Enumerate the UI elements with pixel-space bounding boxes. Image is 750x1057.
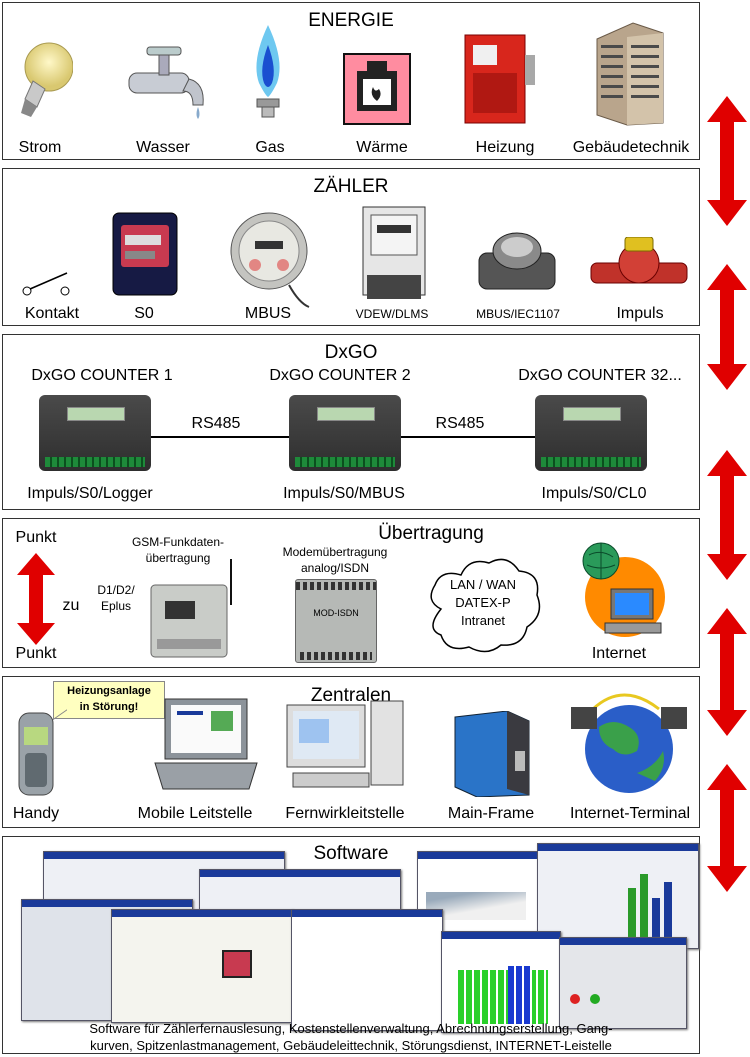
switch-contact-icon bbox=[22, 272, 70, 296]
dxgo-interface-1: Impuls/S0/Logger bbox=[27, 485, 153, 502]
software-screenshot-9 bbox=[559, 937, 687, 1029]
energie-item-gas: Gas bbox=[255, 139, 285, 156]
provider-label-line1: D1/D2/ bbox=[97, 583, 135, 597]
uebertragung-panel: Übertragung Punkt zu Punkt GSM-Funkdaten… bbox=[2, 518, 700, 668]
water-tap-icon bbox=[128, 46, 204, 119]
building-icon bbox=[596, 22, 664, 126]
workstation-icon bbox=[286, 700, 404, 788]
mbus-meter-icon bbox=[230, 212, 310, 308]
network-cloud-icon bbox=[430, 558, 541, 653]
punkt-double-arrow-icon bbox=[17, 553, 55, 645]
modem-label-line1: Modemübertragung bbox=[282, 545, 388, 559]
energie-item-heizung: Heizung bbox=[475, 139, 535, 156]
punkt-bottom-label: Punkt bbox=[15, 645, 57, 662]
dxgo-counter-32-device bbox=[535, 395, 647, 471]
energie-item-wasser: Wasser bbox=[136, 139, 190, 156]
vdew-meter-icon bbox=[362, 206, 426, 299]
software-title: Software bbox=[313, 843, 389, 864]
zentralen-item-handy: Handy bbox=[12, 805, 60, 822]
dxgo-uebertragung-double-arrow-icon bbox=[707, 450, 747, 580]
zaehler-item-s0: S0 bbox=[134, 305, 154, 322]
internet-label: Internet bbox=[591, 645, 647, 662]
callout-line1: Heizungsanlage bbox=[67, 685, 151, 697]
punkt-top-label: Punkt bbox=[15, 529, 57, 546]
impulse-meter-icon bbox=[590, 237, 688, 284]
energie-item-strom: Strom bbox=[18, 139, 62, 156]
zaehler-item-iec1107: MBUS/IEC1107 bbox=[476, 307, 560, 321]
cloud-label-line2: DATEX-P bbox=[455, 595, 511, 610]
dxgo-interface-2: Impuls/S0/MBUS bbox=[283, 485, 405, 502]
zaehler-item-vdew: VDEW/DLMS bbox=[355, 307, 429, 321]
callout-line2: in Störung! bbox=[79, 701, 139, 713]
zu-label: zu bbox=[62, 597, 80, 614]
dxgo-counter-1-label: DxGO COUNTER 1 bbox=[31, 367, 173, 384]
software-screenshot-7 bbox=[291, 909, 443, 1031]
light-bulb-icon bbox=[21, 42, 73, 117]
dxgo-interface-3: Impuls/S0/CL0 bbox=[541, 485, 647, 502]
isdn-modem-label: MOD-ISDN bbox=[313, 608, 359, 618]
rs485-label-2: RS485 bbox=[435, 415, 485, 432]
dxgo-counter-32-label: DxGO COUNTER 32... bbox=[518, 367, 682, 384]
gas-flame-icon bbox=[256, 25, 280, 118]
uebertragung-title: Übertragung bbox=[378, 523, 484, 544]
zentralen-item-fernwirkleitstelle: Fernwirkleitstelle bbox=[285, 805, 405, 822]
zentralen-item-main-frame: Main-Frame bbox=[447, 805, 535, 822]
mobile-phone-icon bbox=[18, 709, 67, 796]
zaehler-title: ZÄHLER bbox=[313, 176, 389, 197]
gsm-modem-icon bbox=[150, 559, 232, 658]
energie-panel: ENERGIE bbox=[2, 2, 700, 160]
zaehler-item-kontakt: Kontakt bbox=[24, 305, 80, 322]
modem-label-line2: analog/ISDN bbox=[300, 561, 370, 575]
alarm-callout: Heizungsanlage in Störung! bbox=[53, 681, 165, 719]
zaehler-item-impuls: Impuls bbox=[616, 305, 664, 322]
software-description-line2: kurven, Spitzenlastmanagement, Gebäudele… bbox=[90, 1038, 612, 1053]
internet-globe-computer-icon bbox=[582, 542, 665, 637]
rs485-line-2 bbox=[399, 436, 539, 438]
mainframe-icon bbox=[454, 711, 530, 797]
energie-title: ENERGIE bbox=[308, 10, 394, 31]
energie-item-gebaeudetechnik: Gebäudetechnik bbox=[572, 139, 690, 156]
dxgo-counter-2-label: DxGO COUNTER 2 bbox=[269, 367, 411, 384]
software-screenshot-8 bbox=[441, 931, 561, 1033]
zaehler-dxgo-double-arrow-icon bbox=[707, 264, 747, 390]
s0-meter-icon bbox=[112, 212, 178, 296]
iec1107-meter-icon bbox=[478, 232, 556, 290]
dxgo-panel: DxGO DxGO COUNTER 1 DxGO COUNTER 2 DxGO … bbox=[2, 334, 700, 510]
gsm-label-line1: GSM-Funkdaten- bbox=[131, 535, 225, 549]
dxgo-counter-2-device bbox=[289, 395, 401, 471]
energie-item-waerme: Wärme bbox=[356, 139, 408, 156]
provider-label-line2: Eplus bbox=[100, 599, 132, 613]
dxgo-title: DxGO bbox=[324, 342, 378, 363]
zaehler-panel: ZÄHLER Kontakt S0 MBUS VDEW/DLMS MBUS/IE… bbox=[2, 168, 700, 326]
zentralen-panel: Zentralen Heizungsanlage in Störung! Han… bbox=[2, 676, 700, 828]
zaehler-item-mbus: MBUS bbox=[244, 305, 292, 322]
software-panel: Software Software für Zählerfernauslesun… bbox=[2, 836, 700, 1054]
isdn-modem-device: MOD-ISDN bbox=[295, 579, 377, 663]
rs485-line-1 bbox=[149, 436, 291, 438]
cloud-label-line3: Intranet bbox=[460, 613, 506, 628]
energie-zaehler-double-arrow-icon bbox=[707, 96, 747, 226]
zentralen-item-internet-terminal: Internet-Terminal bbox=[569, 805, 691, 822]
internet-terminal-globe-icon bbox=[571, 693, 687, 793]
zentralen-software-double-arrow-icon bbox=[707, 764, 747, 892]
dxgo-counter-1-device bbox=[39, 395, 151, 471]
uebertragung-zentralen-double-arrow-icon bbox=[707, 608, 747, 736]
software-description-line1: Software für Zählerfernauslesung, Kosten… bbox=[89, 1021, 613, 1036]
heat-stove-icon bbox=[343, 53, 411, 125]
cloud-label-line1: LAN / WAN bbox=[450, 577, 516, 592]
laptop-icon bbox=[154, 698, 258, 790]
heating-boiler-icon bbox=[464, 34, 535, 124]
rs485-label-1: RS485 bbox=[191, 415, 241, 432]
software-screenshot-6 bbox=[111, 909, 293, 1023]
software-screenshot-4 bbox=[537, 843, 699, 949]
zentralen-item-mobile-leitstelle: Mobile Leitstelle bbox=[137, 805, 253, 822]
gsm-label-line2: übertragung bbox=[145, 551, 211, 565]
